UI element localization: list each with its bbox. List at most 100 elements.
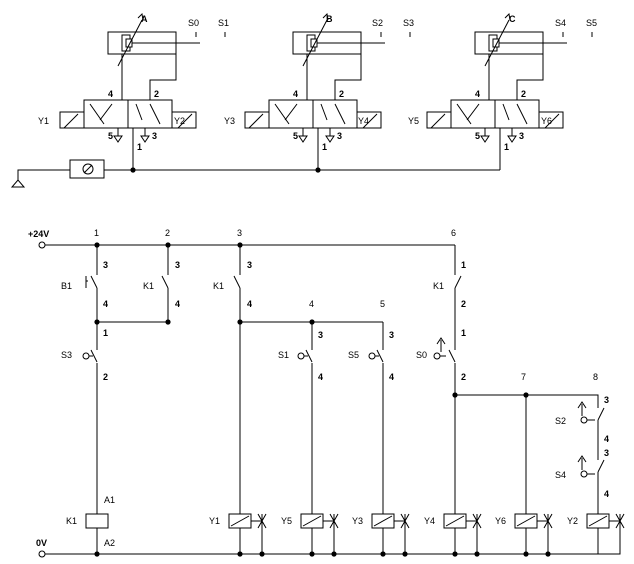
path-number-7: 7: [521, 372, 526, 382]
path-number-8: 8: [593, 372, 598, 382]
valve-y6-label: Y6: [541, 116, 552, 126]
k1-contact-6-label: K1: [433, 281, 444, 291]
k1-a2-label: A2: [104, 538, 115, 548]
k1-terminal-3: 3: [175, 260, 180, 270]
s4-terminal-3: 3: [604, 448, 609, 458]
k1-c3-terminal-4: 4: [247, 299, 252, 309]
s4-contact: [597, 459, 605, 473]
s5-label: S5: [348, 350, 359, 360]
cylinder-b-label: B: [326, 14, 333, 24]
coil-y6-label: Y6: [495, 516, 506, 526]
path-number-3: 3: [237, 228, 242, 238]
k1-contact-6: [454, 275, 462, 289]
b1-terminal-3: 3: [103, 260, 108, 270]
k1-coil-label: K1: [66, 516, 77, 526]
sensor-s0-label: S0: [188, 18, 199, 28]
k1-contact-2-label: K1: [143, 281, 154, 291]
b1-contact: [90, 275, 98, 289]
coil-y4-label: Y4: [424, 516, 435, 526]
cylinder-group-a: [59, 12, 226, 170]
k1-c6-terminal-2: 2: [461, 299, 466, 309]
s3-terminal-1: 1: [103, 328, 108, 338]
port-3-b: 3: [337, 131, 342, 141]
k1-hold-contact: [161, 275, 169, 289]
s1-contact: [305, 349, 313, 363]
coil-y5-label: Y5: [281, 516, 292, 526]
s3-terminal-2: 2: [103, 372, 108, 382]
s1-label: S1: [278, 350, 289, 360]
coil-y3-label: Y3: [352, 516, 363, 526]
valve-y2-label: Y2: [174, 116, 185, 126]
rung-1: [82, 245, 171, 557]
coil-y3: [371, 513, 410, 557]
s2-terminal-4: 4: [604, 434, 609, 444]
cylinder-c-label: C: [509, 14, 516, 24]
coil-y1-label: Y1: [209, 516, 220, 526]
k1-contact-3-label: K1: [213, 281, 224, 291]
cylinder-group-c: [426, 12, 593, 170]
air-supply: [10, 159, 500, 188]
s3-contact: [90, 349, 98, 363]
valve-y5-label: Y5: [408, 116, 419, 126]
k1-a1-label: A1: [104, 495, 115, 505]
supply-positive-label: +24V: [28, 229, 49, 239]
ladder-rails: [38, 241, 598, 558]
port-2-a: 2: [154, 89, 159, 99]
s0-label: S0: [416, 350, 427, 360]
s2-contact: [597, 407, 605, 421]
s5-contact: [376, 349, 384, 363]
sensor-s4-label: S4: [555, 18, 566, 28]
port-5-c: 5: [475, 131, 480, 141]
k1-terminal-4: 4: [175, 299, 180, 309]
k1-c6-terminal-1: 1: [461, 260, 466, 270]
path-number-5: 5: [380, 299, 385, 309]
rung-3: [233, 245, 384, 514]
port-5-a: 5: [108, 131, 113, 141]
k1-c3-terminal-3: 3: [247, 260, 252, 270]
cylinder-group-b: [244, 12, 411, 170]
cylinder-a-arrow: [117, 19, 143, 67]
coil-y4: [443, 513, 482, 557]
port-2-b: 2: [339, 89, 344, 99]
port-5-b: 5: [293, 131, 298, 141]
k1-relay-coil: [85, 513, 109, 529]
port-4-a: 4: [108, 89, 113, 99]
sensor-s2-label: S2: [372, 18, 383, 28]
sensor-s3-label: S3: [403, 18, 414, 28]
path-number-6: 6: [451, 228, 456, 238]
s0-terminal-2: 2: [461, 372, 466, 382]
coil-y5: [300, 513, 339, 557]
sensor-s1-label: S1: [218, 18, 229, 28]
valve-y1-label: Y1: [38, 116, 49, 126]
coil-y1: [228, 513, 267, 557]
s5-terminal-4: 4: [389, 372, 394, 382]
valve-y3-label: Y3: [224, 116, 235, 126]
s1-terminal-3: 3: [318, 330, 323, 340]
port-3-a: 3: [152, 131, 157, 141]
path-number-4: 4: [309, 299, 314, 309]
port-4-c: 4: [475, 89, 480, 99]
b1-terminal-4: 4: [103, 299, 108, 309]
port-1-b: 1: [322, 142, 327, 152]
s5-terminal-3: 3: [389, 330, 394, 340]
coil-y6: [514, 513, 553, 557]
gauge-icon: [82, 163, 94, 175]
s4-terminal-4: 4: [604, 489, 609, 499]
port-3-c: 3: [519, 131, 524, 141]
s0-contact: [448, 349, 456, 363]
coil-y2-label: Y2: [567, 516, 578, 526]
valve-y4-label: Y4: [358, 116, 369, 126]
path-number-2: 2: [165, 228, 170, 238]
s4-label: S4: [555, 470, 566, 480]
s3-label: S3: [61, 350, 72, 360]
supply-negative-label: 0V: [36, 538, 47, 548]
s2-label: S2: [555, 416, 566, 426]
service-unit: [69, 159, 105, 179]
s0-terminal-1: 1: [461, 328, 466, 338]
port-4-b: 4: [293, 89, 298, 99]
port-2-c: 2: [521, 89, 526, 99]
cylinder-a-label: A: [141, 14, 148, 24]
s1-terminal-4: 4: [318, 372, 323, 382]
